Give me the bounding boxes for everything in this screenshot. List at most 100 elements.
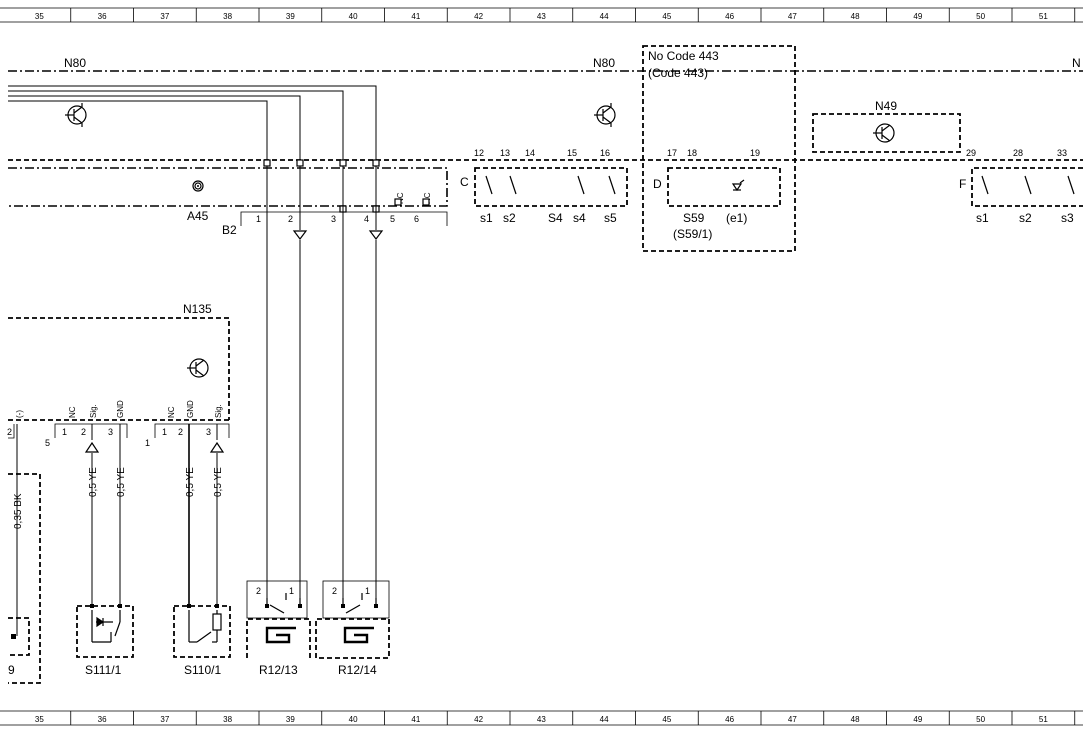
r12-14-label: R12/14 bbox=[338, 663, 377, 677]
transistor-icon bbox=[594, 103, 616, 127]
connector-c-label: C bbox=[460, 175, 469, 189]
bottom-ruler-column-label: 40 bbox=[349, 715, 358, 724]
top-ruler-column-label: 49 bbox=[913, 12, 922, 21]
heating-element-icon bbox=[265, 626, 296, 644]
conn5-pin-2: 2 bbox=[81, 427, 86, 437]
left-conn-pin-2: 2 bbox=[7, 427, 12, 437]
b2-label: B2 bbox=[222, 223, 237, 237]
top-ruler-column-label: 38 bbox=[223, 12, 232, 21]
wire-label-ye-4: 0,5 YE bbox=[213, 467, 224, 497]
conn1-number: 1 bbox=[145, 438, 150, 448]
f-pin-28: 28 bbox=[1013, 148, 1023, 158]
bottom-ruler-column-label: 44 bbox=[600, 715, 609, 724]
s59-1-label: (S59/1) bbox=[673, 227, 712, 241]
a45-pin-3: 3 bbox=[331, 214, 336, 224]
top-ruler-column-label: 40 bbox=[349, 12, 358, 21]
conn5-number: 5 bbox=[45, 438, 50, 448]
conn1-nc: NC bbox=[167, 406, 176, 418]
sensor-arrow-icon bbox=[209, 441, 225, 453]
n49-label: N49 bbox=[875, 99, 897, 113]
d-pin-17: 17 bbox=[667, 148, 677, 158]
conn5-gnd: GND bbox=[116, 400, 125, 418]
bottom-ruler-column-label: 42 bbox=[474, 715, 483, 724]
s4-s2-label: s2 bbox=[503, 211, 516, 225]
heater-wires bbox=[266, 166, 377, 598]
heating-element-icon bbox=[343, 626, 374, 644]
top-ruler-column-label: 41 bbox=[411, 12, 420, 21]
wire-label-ye-2: 0,5 YE bbox=[116, 467, 127, 497]
left-conn-minus: (-) bbox=[15, 410, 24, 418]
a45-module: A45 B2 1 2 3 4 5 6 NC NC bbox=[8, 159, 448, 237]
bottom-ruler-column-label: 41 bbox=[411, 715, 420, 724]
conn5-nc: NC bbox=[68, 406, 77, 418]
r12-13-heater: 2 1 R12/13 bbox=[246, 580, 311, 677]
e1-label: (e1) bbox=[726, 211, 747, 225]
a45-pin-1: 1 bbox=[256, 214, 261, 224]
n135-module: N135 2 (-) 5 1 2 3 NC Sig. GND 1 1 2 3 N… bbox=[7, 302, 230, 448]
top-ruler-column-label: 35 bbox=[35, 12, 44, 21]
s4-switch-group: C 12 13 14 15 16 s1 s2 S4 s4 s5 bbox=[460, 148, 628, 225]
bottom-ruler-column-label: 45 bbox=[662, 715, 671, 724]
conn1-pin-2: 2 bbox=[178, 427, 183, 437]
f-s2-label: s2 bbox=[1019, 211, 1032, 225]
sensor-arrow-icon bbox=[84, 441, 100, 453]
top-ruler-column-label: 36 bbox=[98, 12, 107, 21]
no-code-443-label: No Code 443 bbox=[648, 49, 719, 63]
f-s1-label: s1 bbox=[976, 211, 989, 225]
a45-pin-4: 4 bbox=[364, 214, 369, 224]
top-ruler-column-label: 44 bbox=[600, 12, 609, 21]
bottom-ruler-column-label: 35 bbox=[35, 715, 44, 724]
s4-s4-label: s4 bbox=[573, 211, 586, 225]
bottom-ruler-column-label: 37 bbox=[160, 715, 169, 724]
s59-label: S59 bbox=[683, 211, 705, 225]
conn1-gnd: GND bbox=[186, 400, 195, 418]
bottom-ruler-column-label: 43 bbox=[537, 715, 546, 724]
bottom-ruler-column-label: 39 bbox=[286, 715, 295, 724]
code-443-box: No Code 443 (Code 443) D 17 18 19 S59 (e… bbox=[642, 45, 796, 252]
n80-label-right: N80 bbox=[593, 56, 615, 70]
wire-label-bk: 0,35 BK bbox=[13, 493, 24, 529]
conn1-pin-1: 1 bbox=[162, 427, 167, 437]
n49-module: N49 bbox=[812, 99, 961, 153]
f-s3-label: s3 bbox=[1061, 211, 1074, 225]
led-icon bbox=[731, 179, 745, 192]
spiral-coil-icon bbox=[192, 180, 204, 192]
d-pin-18: 18 bbox=[687, 148, 697, 158]
n80-label-truncated: N bbox=[1072, 56, 1081, 70]
ground-arrow-icon bbox=[292, 230, 308, 240]
bottom-ruler-column-label: 36 bbox=[98, 715, 107, 724]
transistor-icon bbox=[873, 123, 895, 143]
n80-internal-wires bbox=[8, 85, 377, 162]
bottom-ruler-column-label: 50 bbox=[976, 715, 985, 724]
s4-s5-label: s5 bbox=[604, 211, 617, 225]
s111-1-label: S111/1 bbox=[85, 663, 122, 677]
a45-nc-5: NC bbox=[396, 192, 405, 204]
top-ruler-column-label: 39 bbox=[286, 12, 295, 21]
connector-f-label: F bbox=[959, 177, 966, 191]
n135-label: N135 bbox=[183, 302, 212, 316]
r12-13-pin-1: 1 bbox=[289, 586, 294, 596]
s110-1-switch: S110/1 bbox=[173, 604, 231, 677]
f-pin-29: 29 bbox=[966, 148, 976, 158]
s4-label: S4 bbox=[548, 211, 563, 225]
s4-s1-label: s1 bbox=[480, 211, 493, 225]
top-ruler-column-label: 45 bbox=[662, 12, 671, 21]
ground-arrow-icon bbox=[368, 230, 384, 240]
bottom-ruler-column-label: 47 bbox=[788, 715, 797, 724]
top-ruler-column-label: 43 bbox=[537, 12, 546, 21]
a45-pin-5: 5 bbox=[390, 214, 395, 224]
a45-nc-6: NC bbox=[423, 192, 432, 204]
n80-label-left: N80 bbox=[64, 56, 86, 70]
s111-1-switch: S111/1 bbox=[76, 604, 134, 677]
conn1-sig: Sig. bbox=[214, 404, 223, 418]
d-pin-19: 19 bbox=[750, 148, 760, 158]
transistor-icon bbox=[65, 103, 87, 127]
conn5-pin-3: 3 bbox=[108, 427, 113, 437]
connector-d-label: D bbox=[653, 177, 662, 191]
conn5-sig: Sig. bbox=[89, 404, 98, 418]
r12-13-pin-2: 2 bbox=[256, 586, 261, 596]
bottom-ruler-column-label: 46 bbox=[725, 715, 734, 724]
bottom-ruler-column-label: 51 bbox=[1039, 715, 1048, 724]
